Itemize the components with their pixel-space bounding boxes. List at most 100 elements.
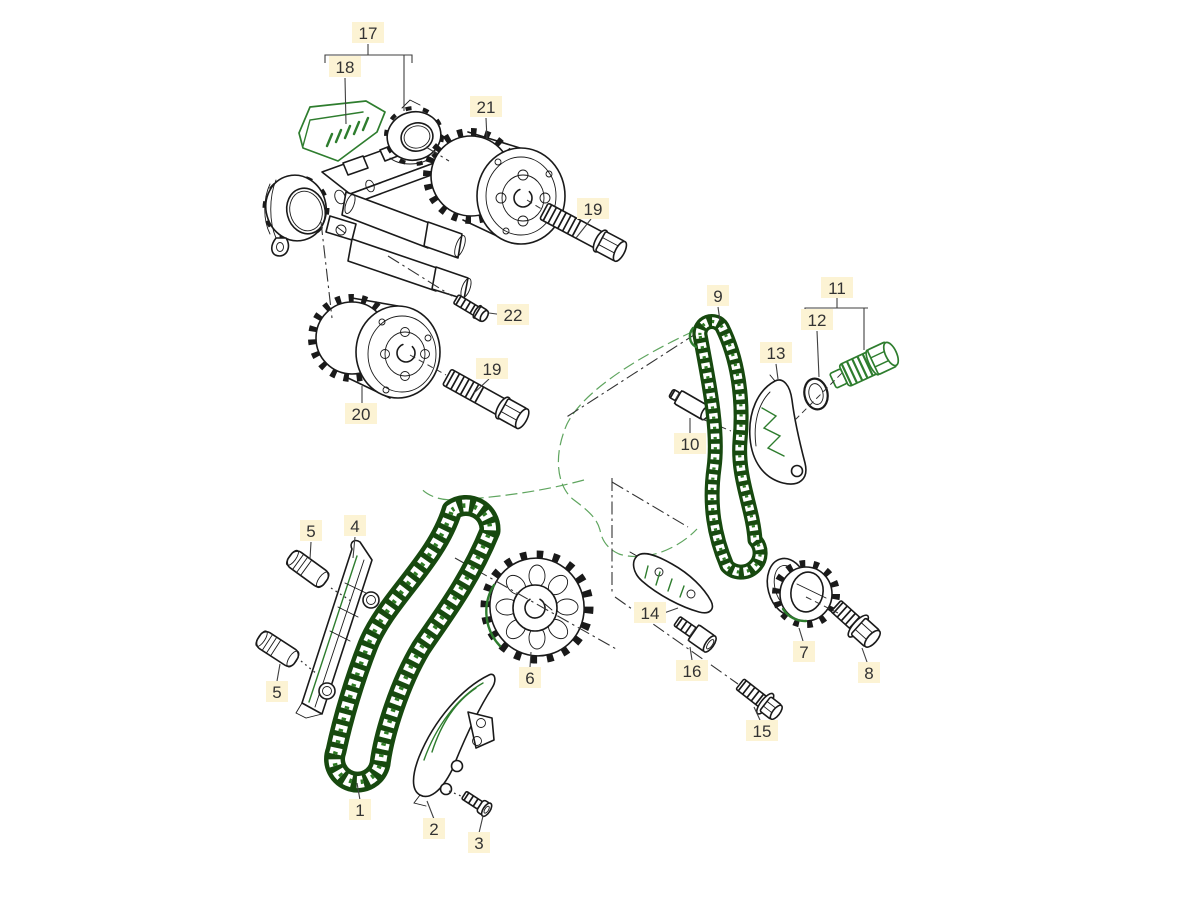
callout-highlight — [858, 662, 880, 683]
callout-highlight — [349, 799, 371, 820]
callout-number[interactable]: 22 — [504, 306, 523, 325]
part-14-guide-rail — [629, 551, 714, 614]
callout-c20[interactable]: 20 — [345, 386, 377, 424]
callout-number[interactable]: 12 — [808, 311, 827, 330]
callout-number[interactable]: 19 — [483, 360, 502, 379]
callout-highlight — [345, 403, 377, 424]
callout-number[interactable]: 7 — [799, 643, 808, 662]
part-22-bolt — [452, 293, 490, 324]
callout-number[interactable]: 11 — [828, 279, 846, 298]
callout-highlight — [344, 515, 366, 536]
callout-leader — [473, 378, 490, 394]
bearing-ring-left — [262, 174, 330, 257]
part-12-seal-ring — [803, 377, 829, 411]
part-5-stud-upper — [283, 547, 333, 591]
part-7-sprocket — [766, 557, 840, 628]
callout-c6[interactable]: 6 — [519, 651, 541, 688]
callout-number[interactable]: 6 — [525, 669, 534, 688]
part-4-guide-rail — [295, 539, 380, 719]
callout-highlight — [300, 520, 322, 541]
callout-c15[interactable]: 15 — [746, 706, 778, 741]
part-2-tensioning-rail — [412, 673, 496, 807]
callout-leader — [689, 646, 693, 661]
callout-c19a[interactable]: 19 — [575, 198, 609, 239]
part-21-camshaft-adjuster — [423, 128, 566, 245]
part-18-slide-pad — [298, 100, 386, 162]
callout-c11[interactable]: 11 — [821, 277, 853, 298]
part-5-stud-lower — [252, 627, 303, 671]
callout-leader — [717, 306, 721, 322]
callout-number[interactable]: 16 — [683, 662, 702, 681]
callout-leader — [426, 800, 435, 820]
callout-c1[interactable]: 1 — [349, 782, 371, 820]
callout-number[interactable]: 5 — [306, 522, 315, 541]
callout-c22[interactable]: 22 — [488, 304, 529, 325]
callout-number[interactable]: 14 — [641, 604, 660, 623]
callout-number[interactable]: 8 — [864, 664, 873, 683]
callout-number[interactable]: 3 — [474, 834, 483, 853]
callout-number[interactable]: 10 — [681, 435, 700, 454]
callout-leader — [663, 607, 679, 614]
callout-c17[interactable]: 17 — [352, 22, 384, 43]
callout-leader — [753, 706, 761, 721]
callout-c8[interactable]: 8 — [858, 647, 880, 683]
callout-highlight — [674, 433, 706, 454]
callout-number[interactable]: 20 — [352, 405, 371, 424]
callout-highlight — [801, 309, 833, 330]
callout-highlight — [266, 681, 288, 702]
callout-c4[interactable]: 4 — [344, 515, 366, 559]
callout-highlight — [821, 277, 853, 298]
callout-c16[interactable]: 16 — [676, 646, 708, 681]
callout-number[interactable]: 17 — [359, 24, 378, 43]
callout-c2[interactable]: 2 — [423, 800, 445, 839]
callout-leader — [352, 536, 356, 559]
callout-leader — [478, 815, 484, 834]
callout-highlight — [497, 304, 529, 325]
callout-number[interactable]: 13 — [767, 344, 786, 363]
part-15-bolt — [732, 674, 786, 724]
callout-c18[interactable]: 18 — [329, 56, 361, 125]
part-9-timing-chain — [688, 314, 768, 580]
callout-leader — [344, 77, 347, 125]
callout-highlight — [760, 342, 792, 363]
callout-leader — [775, 363, 779, 380]
callout-c14[interactable]: 14 — [634, 602, 679, 623]
part-3-bolt — [460, 789, 494, 818]
callout-c3[interactable]: 3 — [468, 815, 490, 853]
part-8-bolt — [827, 596, 885, 653]
part-13-tensioning-rail — [748, 374, 807, 485]
callout-leader — [276, 663, 281, 682]
callout-number[interactable]: 5 — [272, 683, 281, 702]
callout-leader — [575, 218, 592, 239]
callout-highlight — [676, 660, 708, 681]
callout-number[interactable]: 18 — [336, 58, 355, 77]
callout-number[interactable]: 19 — [584, 200, 603, 219]
callout-c12[interactable]: 12 — [801, 309, 833, 378]
part-6-sprocket — [480, 550, 594, 664]
callout-c21[interactable]: 21 — [470, 96, 502, 140]
callout-c19b[interactable]: 19 — [473, 358, 508, 394]
callout-number[interactable]: 9 — [713, 287, 722, 306]
callout-c10[interactable]: 10 — [674, 418, 706, 454]
callout-number[interactable]: 21 — [477, 98, 496, 117]
callout-number[interactable]: 1 — [355, 801, 364, 820]
callout-c7[interactable]: 7 — [793, 627, 815, 662]
callout-c5b[interactable]: 5 — [266, 663, 288, 702]
callout-highlight — [476, 358, 508, 379]
callout-number[interactable]: 15 — [753, 722, 772, 741]
callout-c5a[interactable]: 5 — [300, 520, 322, 560]
callout-c9[interactable]: 9 — [707, 285, 729, 322]
callout-highlight — [423, 818, 445, 839]
callout-highlight — [746, 720, 778, 741]
callout-c13[interactable]: 13 — [760, 342, 792, 380]
callout-highlight — [470, 96, 502, 117]
callout-highlight — [329, 56, 361, 77]
part-20-camshaft-adjuster — [308, 294, 441, 399]
callout-number[interactable]: 4 — [350, 517, 359, 536]
callout-highlight — [634, 602, 666, 623]
camshaft-bearing-bridge — [321, 130, 472, 300]
callout-number[interactable]: 2 — [429, 820, 438, 839]
